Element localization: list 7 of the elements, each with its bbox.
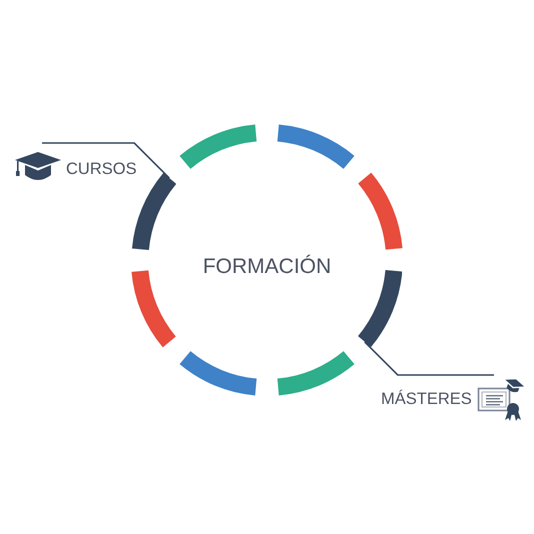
leader-line	[364, 341, 494, 376]
arc-segment	[358, 270, 402, 348]
arc-segment	[132, 172, 176, 250]
leader-line	[42, 142, 170, 179]
center-title: FORMACIÓN	[202, 256, 332, 276]
category-label: CURSOS	[66, 161, 137, 178]
category-label: MÁSTERES	[381, 391, 472, 408]
